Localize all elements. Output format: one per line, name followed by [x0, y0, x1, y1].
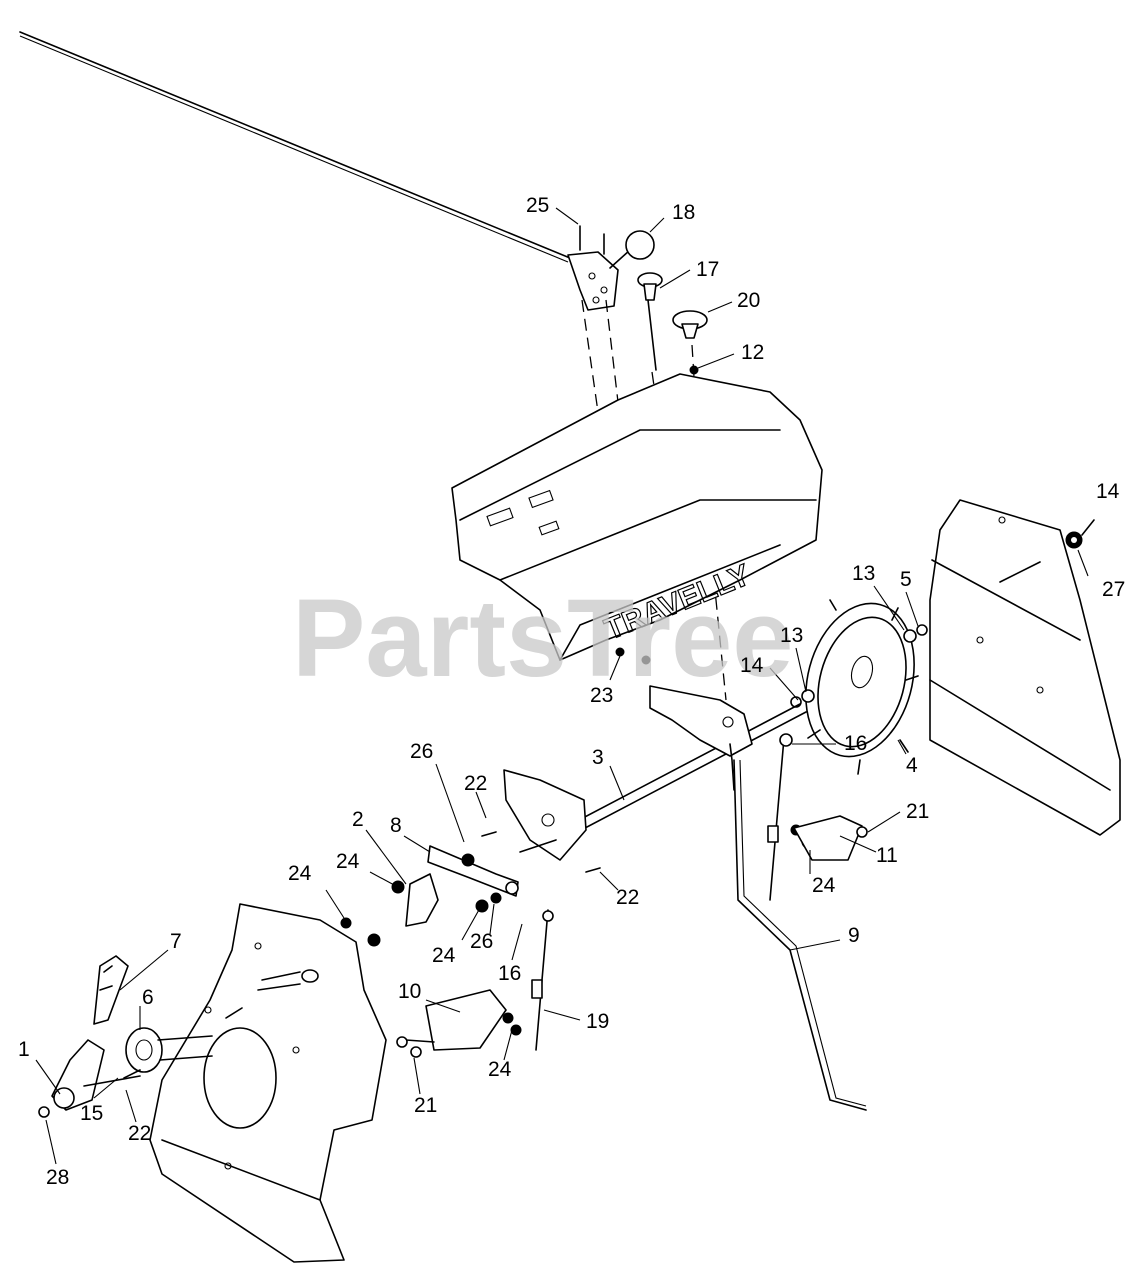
callout-7: 7 [170, 930, 182, 953]
callout-20: 20 [737, 289, 760, 312]
watermark-text: PartsTree [292, 577, 793, 700]
callout-25: 25 [526, 194, 549, 217]
washers-13-5 [790, 624, 928, 708]
fastener-14-27 [1065, 519, 1095, 549]
callout-1: 1 [18, 1038, 30, 1061]
part-callouts: 25 18 17 20 12 14 27 13 5 13 14 23 16 4 … [18, 194, 1125, 1189]
spring-link-16 [767, 733, 793, 901]
control-rod [19, 31, 571, 263]
callout-18: 18 [672, 201, 695, 224]
callout-16: 16 [844, 732, 867, 755]
rod-9 [733, 759, 867, 1111]
callout-15: 15 [80, 1102, 103, 1125]
callout-12: 12 [741, 341, 764, 364]
callout-14: 14 [1096, 480, 1120, 503]
right-side-panel [929, 499, 1121, 836]
shaft-3 [559, 703, 807, 839]
washer-left-panel [257, 969, 319, 991]
hardware-28 [38, 1106, 50, 1118]
callout-28: 28 [46, 1166, 69, 1189]
callout-3: 3 [592, 746, 604, 769]
callout-22: 22 [128, 1122, 151, 1145]
link-arm-8 [427, 845, 519, 897]
handle-7 [93, 955, 129, 1025]
callout-13: 13 [780, 624, 803, 647]
hub-6 [125, 1027, 213, 1073]
callout-4: 4 [906, 754, 918, 777]
shaft-bracket-upper [649, 685, 753, 791]
lever-bracket [567, 225, 655, 311]
callout-24: 24 [488, 1058, 512, 1081]
bracket-10 [396, 989, 507, 1058]
callout-8: 8 [390, 814, 402, 837]
callout-24: 24 [336, 850, 360, 873]
spring-link-19 [531, 909, 554, 1051]
knob-20 [672, 310, 708, 339]
callout-23: 23 [590, 684, 613, 707]
left-side-panel [149, 903, 387, 1263]
callout-16: 16 [498, 962, 521, 985]
callout-24: 24 [432, 944, 456, 967]
callout-21: 21 [906, 800, 929, 823]
callout-14: 14 [740, 654, 764, 677]
callout-11: 11 [876, 844, 898, 867]
callout-10: 10 [398, 980, 421, 1003]
shaft-bracket-lower [503, 769, 587, 861]
callout-19: 19 [586, 1010, 609, 1033]
leader-lines [35, 207, 1089, 1165]
callout-24: 24 [812, 874, 836, 897]
callout-27: 27 [1102, 578, 1125, 601]
callout-22: 22 [616, 886, 639, 909]
callout-2: 2 [352, 808, 364, 831]
callout-21: 21 [414, 1094, 437, 1117]
callout-17: 17 [696, 258, 719, 281]
callout-24: 24 [288, 862, 312, 885]
bracket-11 [793, 815, 868, 861]
callout-9: 9 [848, 924, 860, 947]
sprocket-4 [805, 599, 919, 775]
callout-26: 26 [470, 930, 493, 953]
callout-5: 5 [900, 568, 912, 591]
callout-6: 6 [142, 986, 154, 1009]
bolt-22 [123, 831, 601, 1079]
callout-26: 26 [410, 740, 433, 763]
callout-22: 22 [464, 772, 487, 795]
knob-17 [637, 272, 663, 371]
callout-13: 13 [852, 562, 875, 585]
bracket-2 [405, 873, 439, 927]
